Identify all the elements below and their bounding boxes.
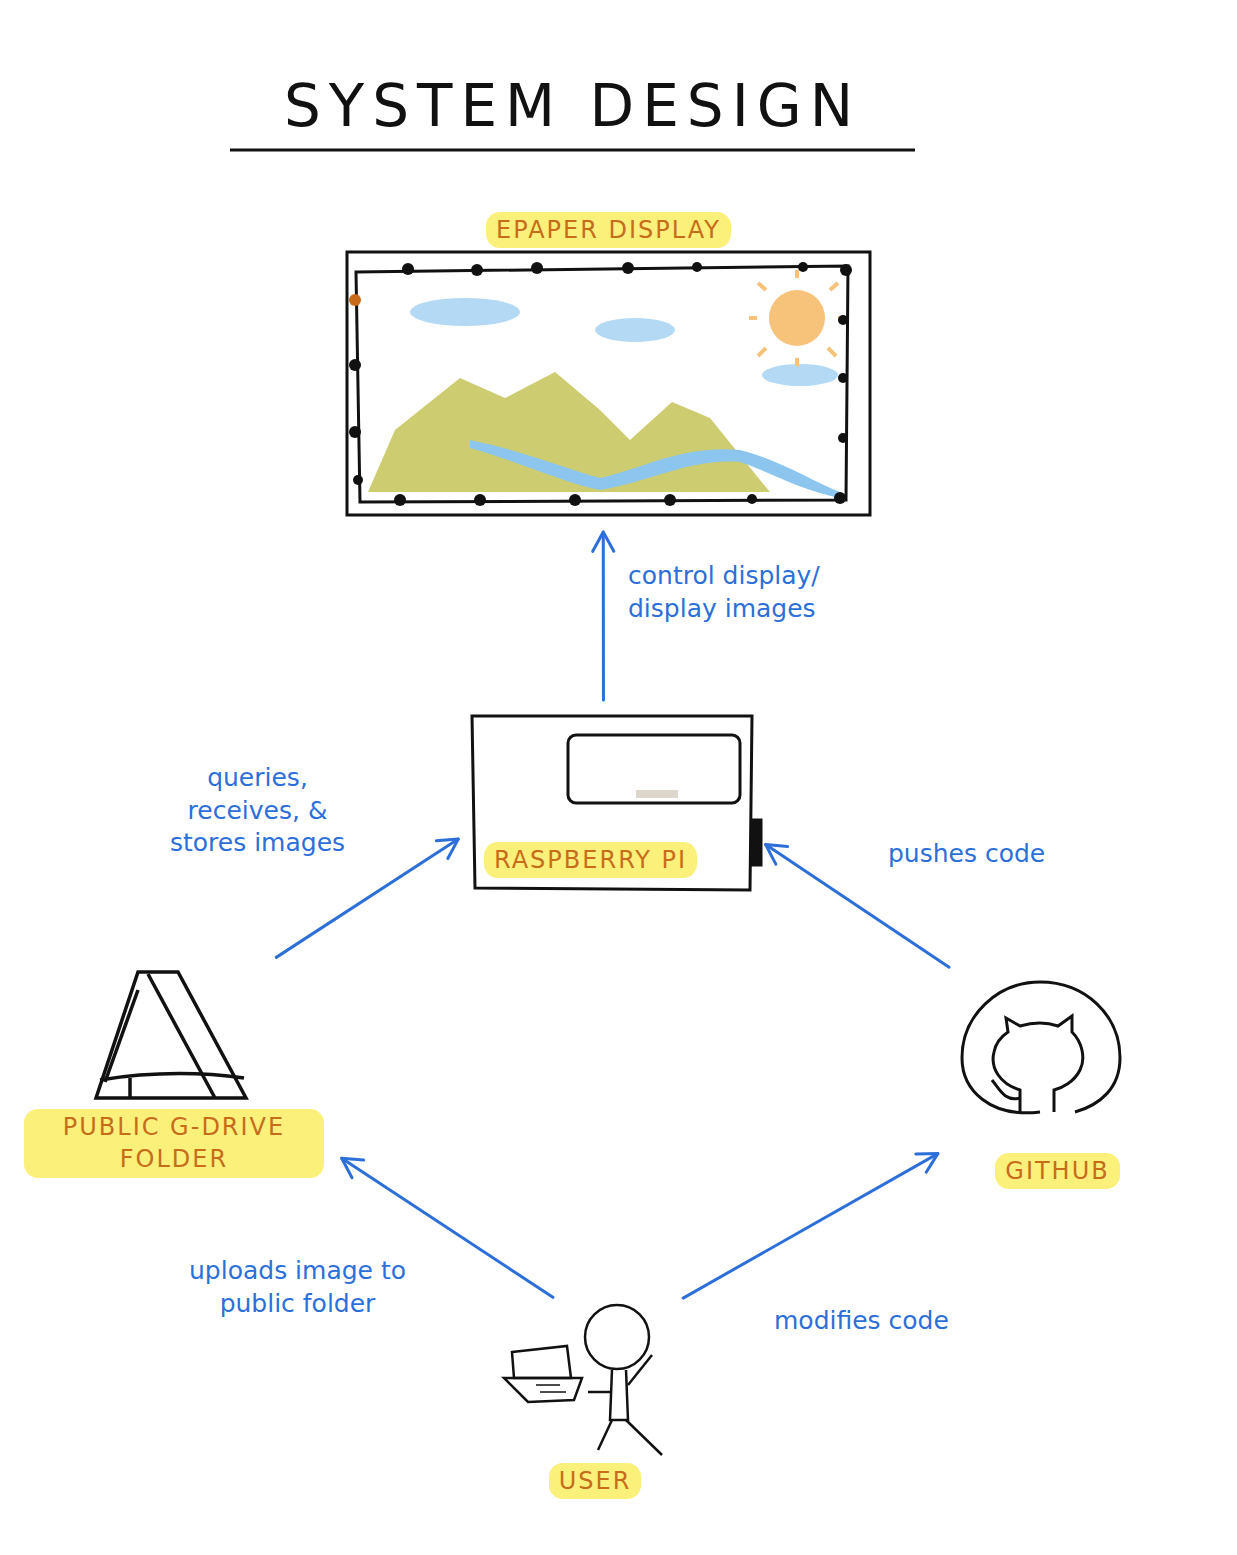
- epaper-display-node: EPAPER DISPLAY: [345, 212, 872, 518]
- github-node: GITHUB: [950, 975, 1165, 1207]
- drive-folder-node: PUBLIC G-DRIVE FOLDER: [18, 965, 330, 1197]
- node-label: GITHUB: [995, 1153, 1119, 1189]
- diagram-title: SYSTEM DESIGN: [230, 72, 915, 142]
- connector-arrow: [683, 1154, 938, 1299]
- title-underline: [230, 149, 915, 152]
- edge-label: modifies code: [772, 1305, 1026, 1338]
- connector-line: [683, 1154, 938, 1299]
- user-node: USER: [500, 1305, 690, 1510]
- edge-label: control display/ display images: [626, 560, 895, 625]
- arrowhead: [766, 845, 788, 864]
- arrowhead: [342, 1158, 364, 1177]
- drive-icon: [96, 972, 246, 1098]
- connector-line: [602, 532, 605, 700]
- arrowhead: [916, 1154, 938, 1173]
- user-figure: [504, 1305, 662, 1455]
- arrowhead: [593, 532, 614, 551]
- connector-arrow: [593, 532, 614, 700]
- raspberry-pi-drawing: [472, 716, 761, 890]
- edge-label: uploads image to public folder: [168, 1255, 427, 1320]
- edge-label: queries, receives, & stores images: [148, 762, 367, 860]
- node-label: USER: [549, 1463, 642, 1499]
- raspberry-pi-node: RASPBERRY PI: [470, 714, 754, 892]
- node-label: RASPBERRY PI: [484, 842, 697, 878]
- node-label: PUBLIC G-DRIVE FOLDER: [24, 1109, 324, 1178]
- node-label: EPAPER DISPLAY: [486, 212, 731, 248]
- epaper-display-drawing: [347, 252, 870, 515]
- github-icon: [962, 982, 1120, 1113]
- arrowhead: [436, 839, 458, 858]
- edge-label: pushes code: [886, 838, 1150, 871]
